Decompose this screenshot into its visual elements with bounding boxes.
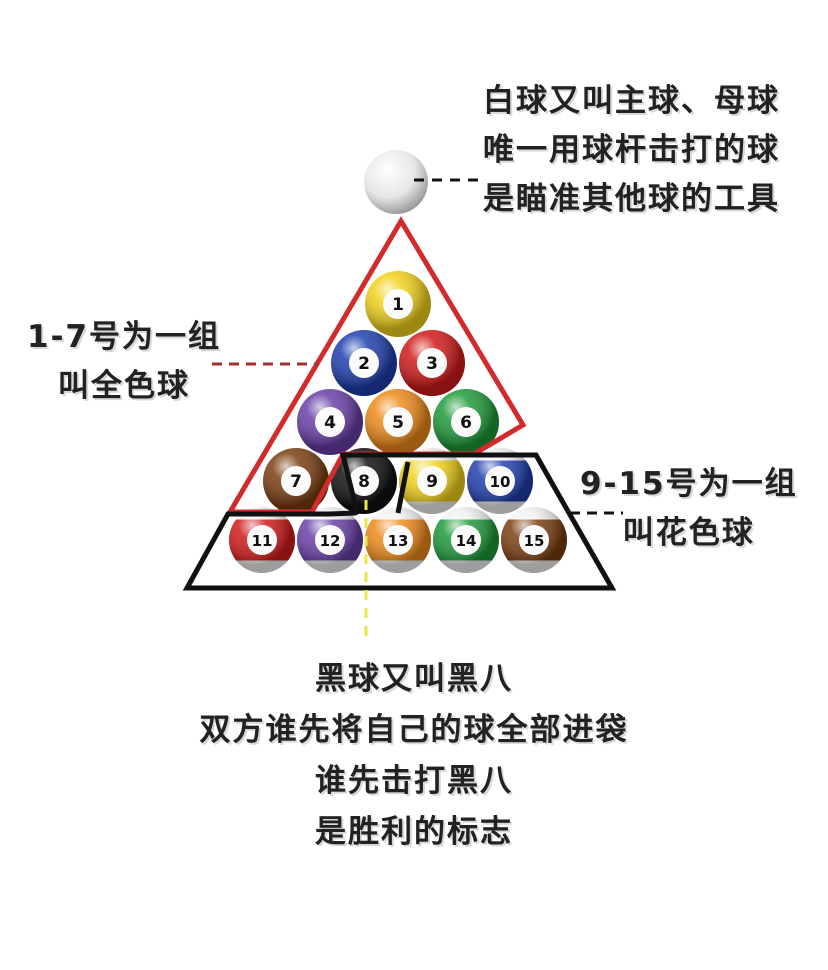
solids-caption-line: 1-7号为一组 bbox=[27, 319, 222, 355]
ball-number-label: 12 bbox=[320, 532, 341, 550]
ball-number-label: 3 bbox=[426, 354, 438, 374]
ball-number-disc bbox=[485, 466, 515, 496]
ball-number-label: 6 bbox=[460, 413, 472, 433]
ball-number-label: 11 bbox=[252, 532, 273, 550]
ball-number-label: 8 bbox=[358, 472, 370, 492]
ball-number-label: 4 bbox=[324, 413, 336, 433]
cue-caption-line: 是瞄准其他球的工具 bbox=[483, 181, 780, 217]
solids-caption: 1-7号为一组 叫全色球 bbox=[27, 322, 221, 420]
ball-6: 6 bbox=[433, 389, 499, 455]
ball-number-disc bbox=[383, 407, 413, 437]
cue-caption-line: 白球又叫主球、母球 bbox=[483, 83, 780, 119]
cue-ball-caption: 白球又叫主球、母球 唯一用球杆击打的球 是瞄准其他球的工具 bbox=[483, 86, 780, 233]
ball-9: 9 bbox=[399, 448, 465, 514]
ball-number-disc bbox=[451, 525, 481, 555]
ball-number-label: 5 bbox=[392, 413, 404, 433]
ball-number-disc bbox=[451, 407, 481, 437]
ball-13: 13 bbox=[365, 507, 431, 573]
ball-number-disc bbox=[417, 348, 447, 378]
eight-caption-line: 黑球又叫黑八 bbox=[315, 661, 513, 697]
ball-number-disc bbox=[247, 525, 277, 555]
solids-caption-line: 叫全色球 bbox=[58, 368, 190, 404]
stripes-caption: 9-15号为一组 叫花色球 bbox=[580, 469, 798, 567]
ball-number-label: 13 bbox=[388, 532, 409, 550]
cue-caption-line: 唯一用球杆击打的球 bbox=[483, 132, 780, 168]
ball-2: 2 bbox=[331, 330, 397, 396]
ball-5: 5 bbox=[365, 389, 431, 455]
ball-number-disc bbox=[383, 289, 413, 319]
ball-14: 14 bbox=[433, 507, 499, 573]
ball-number-label: 9 bbox=[426, 472, 438, 492]
ball-number-label: 1 bbox=[392, 295, 404, 315]
ball-15: 15 bbox=[501, 507, 567, 573]
ball-12: 12 bbox=[297, 507, 363, 573]
ball-number-disc bbox=[519, 525, 549, 555]
ball-number-disc bbox=[349, 466, 379, 496]
ball-number-label: 10 bbox=[490, 473, 511, 491]
eight-caption-line: 谁先击打黑八 bbox=[315, 763, 513, 799]
cue-ball bbox=[364, 150, 428, 214]
stripes-caption-line: 叫花色球 bbox=[622, 515, 755, 551]
ball-number-disc bbox=[315, 525, 345, 555]
ball-number-disc bbox=[383, 525, 413, 555]
stripes-inner-divider bbox=[395, 461, 411, 514]
ball-number-label: 2 bbox=[358, 354, 370, 374]
ball-number-disc bbox=[315, 407, 345, 437]
stripes-group-outline bbox=[182, 452, 617, 591]
ball-number-label: 14 bbox=[456, 532, 477, 550]
eight-caption-line: 双方谁先将自己的球全部进袋 bbox=[199, 712, 629, 748]
ball-number-disc bbox=[417, 466, 447, 496]
ball-7: 7 bbox=[263, 448, 329, 514]
stripes-caption-line: 9-15号为一组 bbox=[580, 466, 798, 502]
ball-number-label: 7 bbox=[290, 472, 302, 492]
ball-1: 1 bbox=[365, 271, 431, 337]
ball-number-disc bbox=[281, 466, 311, 496]
ball-4: 4 bbox=[297, 389, 363, 455]
ball-10: 10 bbox=[467, 448, 533, 514]
eight-caption-line: 是胜利的标志 bbox=[315, 814, 513, 850]
ball-number-label: 15 bbox=[524, 532, 545, 550]
ball-3: 3 bbox=[399, 330, 465, 396]
ball-number-disc bbox=[349, 348, 379, 378]
eight-ball-caption: 黑球又叫黑八 双方谁先将自己的球全部进袋 谁先击打黑八 是胜利的标志 bbox=[0, 664, 828, 868]
ball-11: 11 bbox=[229, 507, 295, 573]
